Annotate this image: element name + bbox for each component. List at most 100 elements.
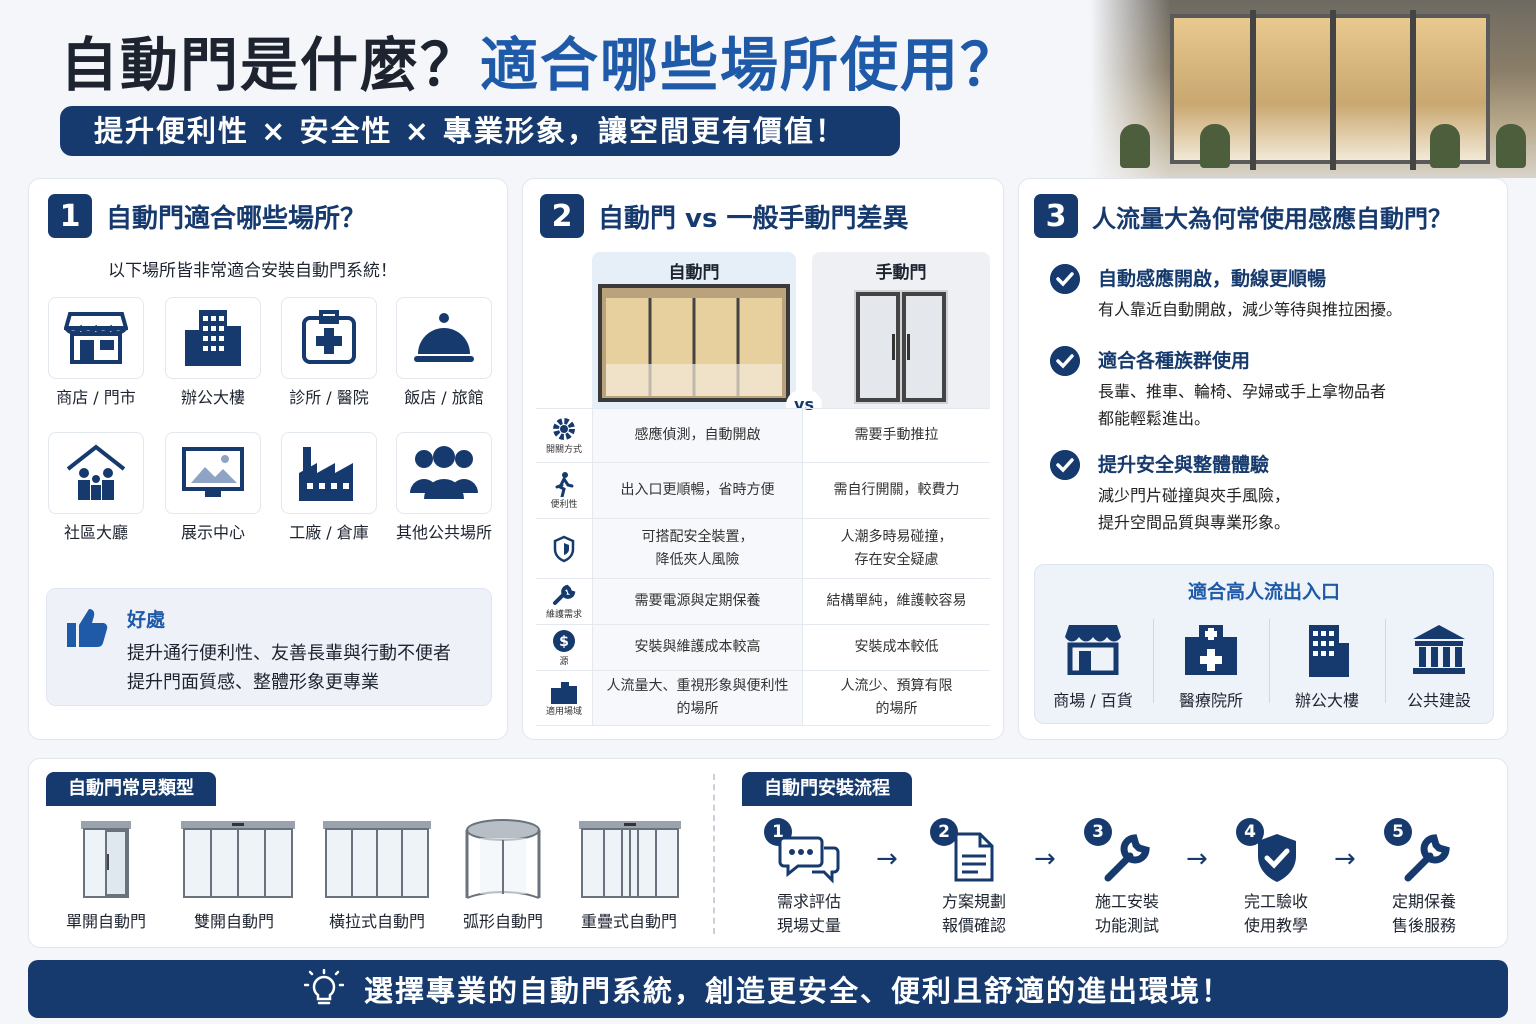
benefit-line-2: 提升門面質感、整體形象更專業 xyxy=(127,672,379,693)
high-traffic-title: 適合高人流出入口 xyxy=(1187,581,1340,603)
dollar-coin-icon: $ xyxy=(553,630,575,652)
auto-cell: 需要電源與定期保養 xyxy=(592,579,802,624)
auto-cell: 安裝與維護成本較高 xyxy=(592,625,802,670)
step-number-3: 3 xyxy=(1084,818,1112,846)
benefit-line-1: 提升通行便利性、友善長輩與行動不便者 xyxy=(127,643,451,664)
auto-cell-line-2: 的場所 xyxy=(676,701,719,717)
row-label: 源 xyxy=(559,657,569,667)
door-type-arc: 弧形自動門 xyxy=(462,912,543,931)
door-types-tag: 自動門常見類型 xyxy=(46,772,216,806)
section1-number: 1 xyxy=(48,194,92,238)
auto-door-label: 自動門 xyxy=(668,263,720,283)
lightbulb-icon xyxy=(303,969,344,1005)
tile-hotel xyxy=(396,297,492,379)
office-building-icon xyxy=(185,310,241,366)
manual-cell-line-2: 的場所 xyxy=(875,701,918,717)
manual-door-column-head: 手動門 xyxy=(812,252,990,408)
tile-showroom xyxy=(165,432,261,514)
step-1-text: 需求評估現場丈量 xyxy=(754,890,864,938)
reason-title: 提升安全與整體體驗 xyxy=(1098,454,1270,476)
row-label: 便利性 xyxy=(550,500,578,510)
plant-icon xyxy=(1430,124,1460,168)
high-traffic-label-public: 公共建設 xyxy=(1406,691,1471,710)
step-5-text: 定期保養售後服務 xyxy=(1369,890,1479,938)
office-tower-icon xyxy=(1309,625,1349,677)
reason-desc: 有人靠近自動開啟，減少等待與推拉困擾。 xyxy=(1098,300,1403,319)
buildings-icon xyxy=(551,681,577,704)
title-black: 自動門是什麼？ xyxy=(60,31,481,99)
tile-clinic xyxy=(281,297,377,379)
reason-desc-line-1: 長輩、推車、輪椅、孕婦或手上拿物品者 xyxy=(1098,382,1387,401)
step-3-line-2: 功能測試 xyxy=(1094,916,1159,935)
plant-icon xyxy=(1120,124,1150,168)
store-icon xyxy=(64,312,128,364)
step-2-line-2: 報價確認 xyxy=(941,916,1006,935)
dashed-divider xyxy=(713,774,715,934)
shield-check-icon xyxy=(1258,834,1296,882)
reason-title: 自動感應開啟，動線更順暢 xyxy=(1098,268,1327,290)
footer-text: 選擇專業的自動門系統，創造更安全、便利且舒適的進出環境！ xyxy=(363,974,1232,1008)
place-label-store: 商店 / 門市 xyxy=(56,388,136,407)
auto-cell: 感應偵測，自動開啟 xyxy=(592,409,802,462)
compare-row-open: 開關方式 感應偵測，自動開啟 需要手動推拉 xyxy=(536,408,990,462)
step-arrow-3: → xyxy=(1186,844,1208,874)
tile-public xyxy=(396,432,492,514)
step-4-line-2: 使用教學 xyxy=(1243,916,1308,935)
auto-cell-line-1: 人流量大、重視形象與便利性 xyxy=(606,678,789,694)
compare-row-cost: $源 安裝與維護成本較高 安裝成本較低 xyxy=(536,624,990,670)
double-door-icon xyxy=(181,821,295,898)
compare-row-safety: 可搭配安全裝置，降低夾人風險 人潮多時易碰撞，存在安全疑慮 xyxy=(536,518,990,578)
reason-desc-line-1: 減少門片碰撞與夾手風險， xyxy=(1098,486,1291,505)
section1-title: 自動門適合哪些場所？ xyxy=(106,203,367,234)
manual-cell: 人潮多時易碰撞，存在安全疑慮 xyxy=(802,519,990,578)
auto-door-column-head: 自動門 xyxy=(592,252,796,408)
manual-door-label: 手動門 xyxy=(875,263,927,283)
row-label: 維護需求 xyxy=(545,610,582,620)
step-4-line-1: 完工驗收 xyxy=(1243,892,1308,911)
step-number-2: 2 xyxy=(930,818,958,846)
section1-intro: 以下場所皆非常適合安裝自動門系統！ xyxy=(108,261,397,281)
step-5-line-2: 售後服務 xyxy=(1391,916,1456,935)
tile-store xyxy=(48,297,144,379)
row-label: 開關方式 xyxy=(545,445,582,455)
step-4-text: 完工驗收使用教學 xyxy=(1221,890,1331,938)
subtitle-banner: 提升便利性 × 安全性 × 專業形象，讓空間更有價值！ xyxy=(60,106,900,156)
tile-community xyxy=(48,432,144,514)
place-label-hotel: 飯店 / 旅館 xyxy=(404,388,484,407)
section1-heading: 1 自動門適合哪些場所？ xyxy=(48,194,366,238)
medical-cross-icon xyxy=(302,310,356,364)
manual-cell: 需要手動推拉 xyxy=(802,409,990,462)
step-arrow-1: → xyxy=(876,844,898,874)
step-5-line-1: 定期保養 xyxy=(1391,892,1456,911)
manual-door-photo xyxy=(854,290,948,404)
reason-desc-line-2: 都能輕鬆進出。 xyxy=(1098,409,1211,428)
reason-title: 適合各種族群使用 xyxy=(1098,350,1251,372)
section2-heading: 2 自動門 vs 一般手動門差異 xyxy=(540,194,909,238)
compare-row-scenario: 適用場域 人流量大、重視形象與便利性的場所 人流少、預算有限的場所 xyxy=(536,670,990,726)
auto-door-photo xyxy=(598,284,790,402)
tile-factory xyxy=(281,432,377,514)
divider xyxy=(1385,619,1386,703)
auto-cell: 出入口更順暢，省時方便 xyxy=(592,463,802,518)
benefit-title: 好處 xyxy=(127,609,166,631)
footer-banner: 選擇專業的自動門系統，創造更安全、便利且舒適的進出環境！ xyxy=(28,960,1508,1018)
svg-text:$: $ xyxy=(559,634,569,650)
check-icon xyxy=(1050,450,1080,480)
shield-icon xyxy=(553,535,575,562)
door-type-telescopic: 重疊式自動門 xyxy=(580,912,677,931)
door-post xyxy=(1250,10,1256,170)
section2-title: 自動門 vs 一般手動門差異 xyxy=(598,203,909,234)
thumbs-up-icon xyxy=(67,609,108,647)
step-1-line-1: 需求評估 xyxy=(776,892,841,911)
wrench-icon xyxy=(553,584,576,605)
hotel-bell-icon xyxy=(414,313,474,362)
walking-person-icon xyxy=(555,472,574,497)
compare-row-convenience: 便利性 出入口更順暢，省時方便 需自行開關，較費力 xyxy=(536,462,990,518)
auto-cell: 人流量大、重視形象與便利性的場所 xyxy=(592,671,802,725)
check-icon xyxy=(1050,264,1080,294)
auto-cell: 可搭配安全裝置，降低夾人風險 xyxy=(592,519,802,578)
divider xyxy=(1153,619,1154,703)
door-type-double: 雙開自動門 xyxy=(193,912,274,931)
step-3-line-1: 施工安裝 xyxy=(1094,892,1159,911)
step-number-5: 5 xyxy=(1384,818,1412,846)
